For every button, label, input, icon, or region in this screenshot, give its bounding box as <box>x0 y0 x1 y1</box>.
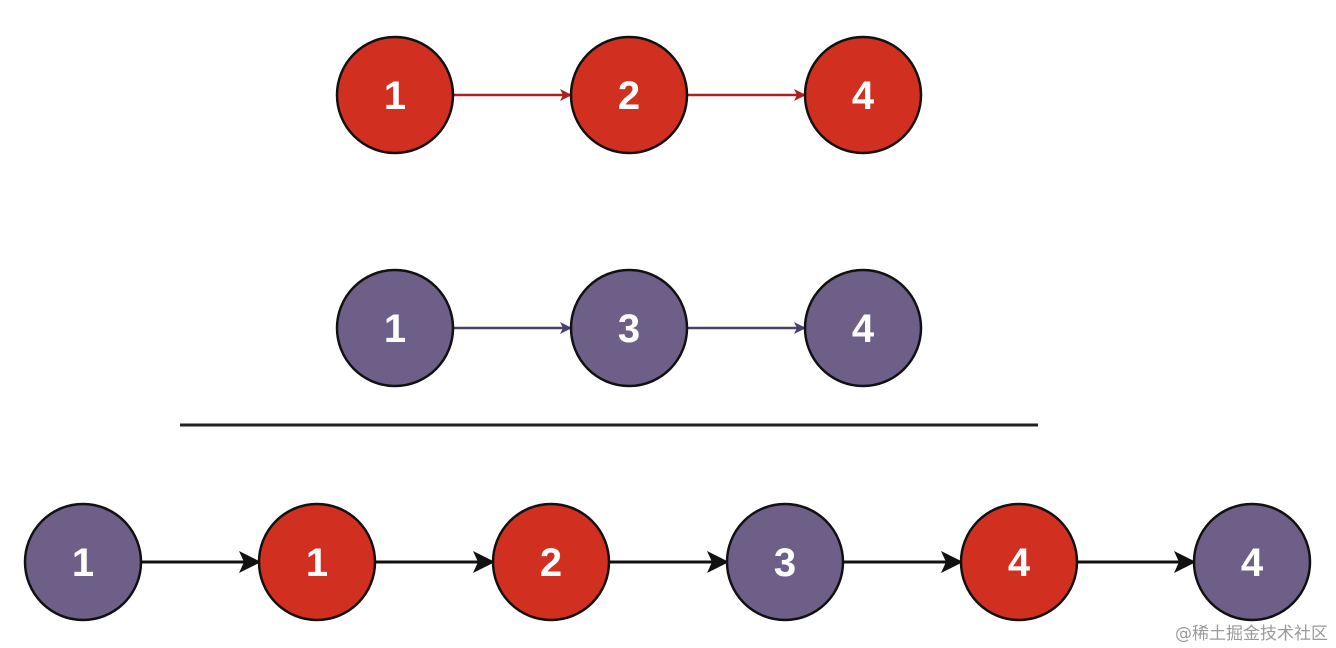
node-label: 1 <box>384 74 406 118</box>
node-a-2: 2 <box>569 35 689 155</box>
node-label: 2 <box>540 541 562 585</box>
node-label: 3 <box>774 541 796 585</box>
node-label: 4 <box>1008 541 1031 585</box>
node-a-3: 4 <box>803 35 923 155</box>
list-1: 1 2 4 <box>335 35 923 155</box>
node-circle <box>257 502 377 622</box>
node-m-1: 1 <box>23 502 143 622</box>
node-label: 4 <box>852 307 875 351</box>
node-m-6: 4 <box>1192 502 1312 622</box>
node-b-1: 1 <box>335 268 455 388</box>
node-circle <box>335 268 455 388</box>
node-circle <box>1192 502 1312 622</box>
merged-list: 1 1 2 3 4 4 <box>23 502 1312 622</box>
node-circle <box>569 35 689 155</box>
node-circle <box>803 35 923 155</box>
node-m-5: 4 <box>959 502 1079 622</box>
node-circle <box>725 502 845 622</box>
node-circle <box>23 502 143 622</box>
node-circle <box>569 268 689 388</box>
node-circle <box>959 502 1079 622</box>
node-label: 1 <box>306 541 328 585</box>
node-b-2: 3 <box>569 268 689 388</box>
node-label: 3 <box>618 307 640 351</box>
node-m-4: 3 <box>725 502 845 622</box>
list-2: 1 3 4 <box>335 268 923 388</box>
node-circle <box>491 502 611 622</box>
watermark-text: @稀土掘金技术社区 <box>1175 624 1328 644</box>
node-label: 4 <box>852 74 875 118</box>
node-circle <box>335 35 455 155</box>
node-b-3: 4 <box>803 268 923 388</box>
node-m-3: 2 <box>491 502 611 622</box>
node-label: 1 <box>384 307 406 351</box>
node-a-1: 1 <box>335 35 455 155</box>
node-label: 1 <box>72 541 94 585</box>
node-label: 2 <box>618 74 640 118</box>
node-m-2: 1 <box>257 502 377 622</box>
node-circle <box>803 268 923 388</box>
node-label: 4 <box>1241 541 1264 585</box>
